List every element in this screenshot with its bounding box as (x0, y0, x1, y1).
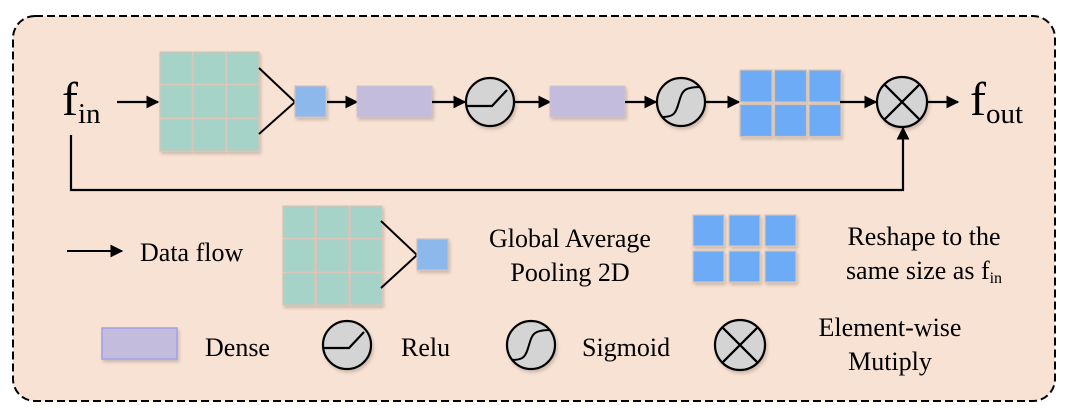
grid-cell (349, 272, 383, 306)
input-feature-map-grid (159, 51, 260, 152)
legend-multiply-label-line1: Element-wise (819, 313, 962, 342)
reshape-grid (739, 69, 842, 138)
legend-dense-label: Dense (205, 333, 270, 362)
grid-cell (282, 272, 316, 306)
grid-cell (692, 250, 725, 283)
grid-cell (282, 238, 316, 273)
legend-relu-label: Relu (401, 333, 450, 362)
legend-reshape-label-line1: Reshape to the (847, 222, 1000, 251)
grid-cell (739, 69, 773, 103)
grid-cell (773, 69, 808, 103)
grid-cell (226, 51, 260, 85)
grid-cell (315, 272, 350, 306)
legend-multiply-label-line2: Mutiply (848, 347, 932, 376)
grid-cell (728, 250, 761, 283)
grid-cell (159, 51, 193, 85)
skip-connection-line (69, 126, 910, 192)
grid-cell (315, 205, 350, 239)
legend-gap-label-line1: Global Average (489, 224, 651, 253)
dense-layer-2 (549, 85, 626, 118)
legend-sigmoid-label: Sigmoid (582, 333, 670, 362)
legend-relu-icon (321, 319, 373, 371)
grid-cell (764, 214, 797, 247)
grid-cell (282, 205, 316, 239)
dense-layer-1 (356, 85, 433, 118)
legend-multiply-icon (713, 318, 767, 372)
grid-cell (349, 238, 383, 273)
grid-cell (728, 214, 761, 247)
pooled-vector-square (294, 85, 327, 118)
multiply-icon (875, 75, 929, 129)
grid-cell (226, 84, 260, 119)
grid-cell (315, 238, 350, 273)
grid-cell (808, 103, 842, 138)
grid-cell (159, 84, 193, 119)
output-label: fout (970, 73, 1023, 130)
grid-cell (764, 250, 797, 283)
grid-cell (192, 51, 227, 85)
legend-gap-square (416, 238, 449, 271)
legend-data-flow-label: Data flow (140, 238, 243, 267)
legend-gap-grid (282, 205, 383, 306)
relu-icon (464, 76, 516, 128)
grid-cell (739, 103, 773, 138)
legend-dense-box (101, 327, 178, 360)
legend-gap-label-line2: Pooling 2D (510, 258, 629, 287)
grid-cell (226, 118, 260, 152)
grid-cell (192, 118, 227, 152)
sigmoid-icon (655, 76, 707, 128)
grid-cell (808, 69, 842, 103)
grid-cell (349, 205, 383, 239)
grid-cell (773, 103, 808, 138)
legend-reshape-grid (692, 214, 797, 283)
input-label: fin (62, 73, 101, 130)
grid-cell (192, 84, 227, 119)
grid-cell (692, 214, 725, 247)
legend-reshape-label-line2: same size as fin (846, 256, 1002, 287)
grid-cell (159, 118, 193, 152)
legend-sigmoid-icon (505, 319, 557, 371)
